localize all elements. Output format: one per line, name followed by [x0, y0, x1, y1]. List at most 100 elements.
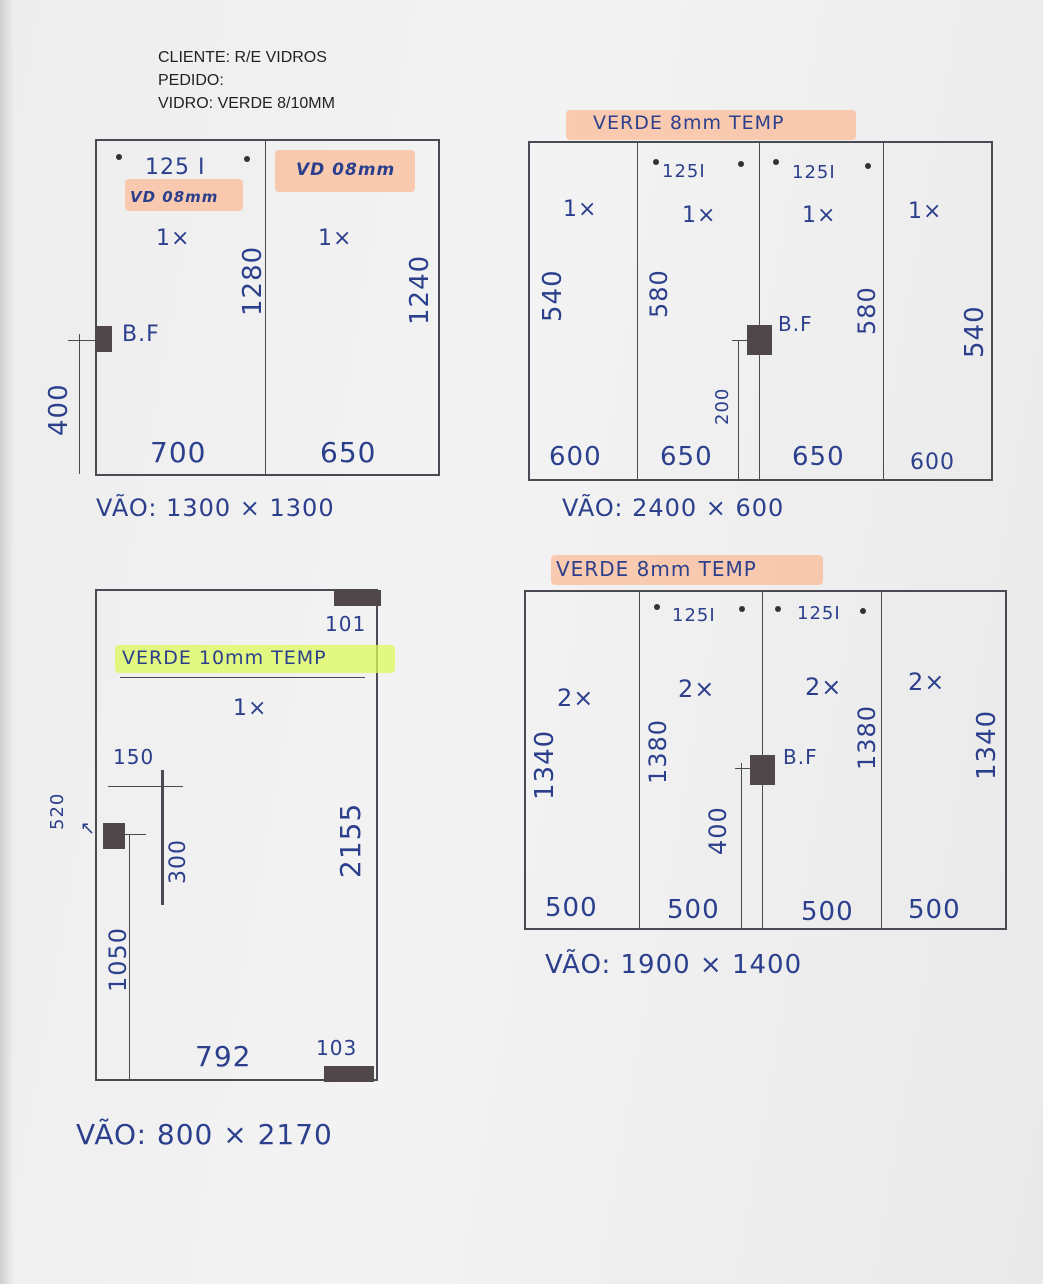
- height-label: 540: [538, 269, 568, 322]
- hole-dot: [773, 159, 779, 165]
- lock-block: [750, 755, 775, 785]
- hole-label: 125 I: [145, 155, 206, 180]
- drawing-1-frame: [95, 139, 440, 476]
- dimension-label: 300: [166, 839, 191, 884]
- quantity-label: 2×: [557, 684, 595, 712]
- corner-label: 101: [325, 612, 367, 636]
- lock-block: [747, 325, 772, 355]
- order-header: CLIENTE: R/E VIDROS PEDIDO: VIDRO: VERDE…: [158, 46, 335, 115]
- width-label: 500: [801, 897, 854, 927]
- lock-dimension-line: [738, 340, 739, 480]
- highlight-marker: [551, 555, 823, 585]
- quantity-label: 1×: [318, 226, 353, 251]
- opening-size-label: VÃO: 1300 × 1300: [96, 494, 335, 522]
- opening-size-label: VÃO: 1900 × 1400: [545, 950, 803, 980]
- hole-dot: [860, 608, 866, 614]
- hole-dot: [244, 156, 250, 162]
- dimension-label: 1050: [104, 926, 132, 992]
- lock-dimension-line: [68, 340, 112, 341]
- height-label: 580: [645, 269, 673, 318]
- width-label: 600: [910, 450, 955, 475]
- order-line: PEDIDO:: [158, 72, 224, 89]
- lock-dimension-line: [735, 768, 751, 769]
- hole-label: 125I: [792, 162, 836, 183]
- height-label: 1340: [972, 709, 1002, 780]
- height-label: 1240: [405, 254, 435, 325]
- height-label: 1340: [530, 729, 560, 800]
- drawing-4-frame: [524, 590, 1007, 930]
- glass-spec-label: VD 08mm: [296, 160, 396, 180]
- underline: [120, 677, 365, 678]
- quantity-label: 1×: [156, 226, 191, 251]
- lock-height-label: 400: [704, 806, 732, 855]
- hole-label: 125I: [672, 605, 716, 626]
- panel-divider: [265, 140, 266, 475]
- panel-divider: [881, 591, 882, 929]
- drawing-title: VERDE 10mm TEMP: [122, 647, 327, 669]
- lock-height-label: 400: [44, 383, 74, 436]
- width-label: 500: [908, 895, 961, 925]
- quantity-label: 1×: [682, 203, 717, 228]
- lock-label: B.F: [778, 312, 813, 336]
- drawing-3-frame: [95, 589, 378, 1081]
- highlight-marker: [566, 110, 856, 140]
- dimension-label: 520: [47, 792, 68, 830]
- lock-block: [103, 823, 125, 849]
- quantity-label: 1×: [563, 197, 598, 222]
- dimension-line: [161, 770, 164, 905]
- panel-divider: [639, 591, 640, 929]
- quantity-label: 1×: [908, 199, 943, 224]
- width-label: 792: [195, 1040, 252, 1073]
- hole-dot: [653, 159, 659, 165]
- lock-label: B.F: [783, 745, 818, 769]
- hole-dot: [865, 163, 871, 169]
- drawing-2-frame: [528, 141, 993, 481]
- hole-label: 125I: [797, 603, 841, 624]
- drawing-title: VERDE 8mm TEMP: [593, 112, 785, 134]
- lock-label: B.F: [122, 322, 160, 347]
- width-label: 500: [545, 893, 598, 923]
- hole-label: 125I: [662, 161, 706, 182]
- opening-size-label: VÃO: 2400 × 600: [562, 494, 785, 522]
- client-line: CLIENTE: R/E VIDROS: [158, 49, 327, 66]
- panel-divider: [759, 142, 760, 480]
- lock-dimension-line: [741, 763, 742, 929]
- lock-dimension-line: [79, 334, 80, 474]
- hole-dot: [738, 161, 744, 167]
- width-label: 650: [660, 442, 713, 472]
- quantity-label: 2×: [908, 668, 946, 696]
- highlight-marker: [275, 150, 415, 192]
- glass-line: VIDRO: VERDE 8/10MM: [158, 95, 335, 112]
- width-label: 700: [150, 436, 207, 469]
- paper-edge-shadow: [0, 0, 14, 1284]
- dimension-label: 150: [113, 745, 155, 769]
- height-label: 540: [960, 305, 990, 358]
- drawing-title: VERDE 8mm TEMP: [556, 557, 757, 581]
- height-label: 2155: [334, 802, 367, 878]
- height-label: 580: [853, 286, 881, 335]
- lock-height-label: 200: [712, 387, 733, 425]
- lock-block: [96, 326, 112, 352]
- panel-divider: [883, 142, 884, 480]
- hole-dot: [739, 606, 745, 612]
- hole-dot: [116, 154, 122, 160]
- hole-dot: [775, 606, 781, 612]
- lock-dimension-line: [732, 340, 748, 341]
- dimension-line: [108, 786, 183, 787]
- panel-divider: [637, 142, 638, 480]
- dimension-line: [129, 834, 130, 1080]
- quantity-label: 1×: [802, 203, 837, 228]
- quantity-label: 1×: [233, 696, 268, 721]
- corner-block: [324, 1066, 374, 1082]
- height-label: 1280: [238, 245, 268, 316]
- height-label: 1380: [853, 704, 881, 770]
- highlight-marker: [125, 179, 243, 211]
- height-label: 1380: [644, 718, 672, 784]
- arrow-icon: ↖: [80, 818, 97, 839]
- highlight-marker: [115, 645, 395, 673]
- corner-block: [334, 590, 381, 606]
- width-label: 650: [320, 436, 377, 469]
- width-label: 650: [792, 442, 845, 472]
- hole-dot: [654, 604, 660, 610]
- quantity-label: 2×: [805, 673, 843, 701]
